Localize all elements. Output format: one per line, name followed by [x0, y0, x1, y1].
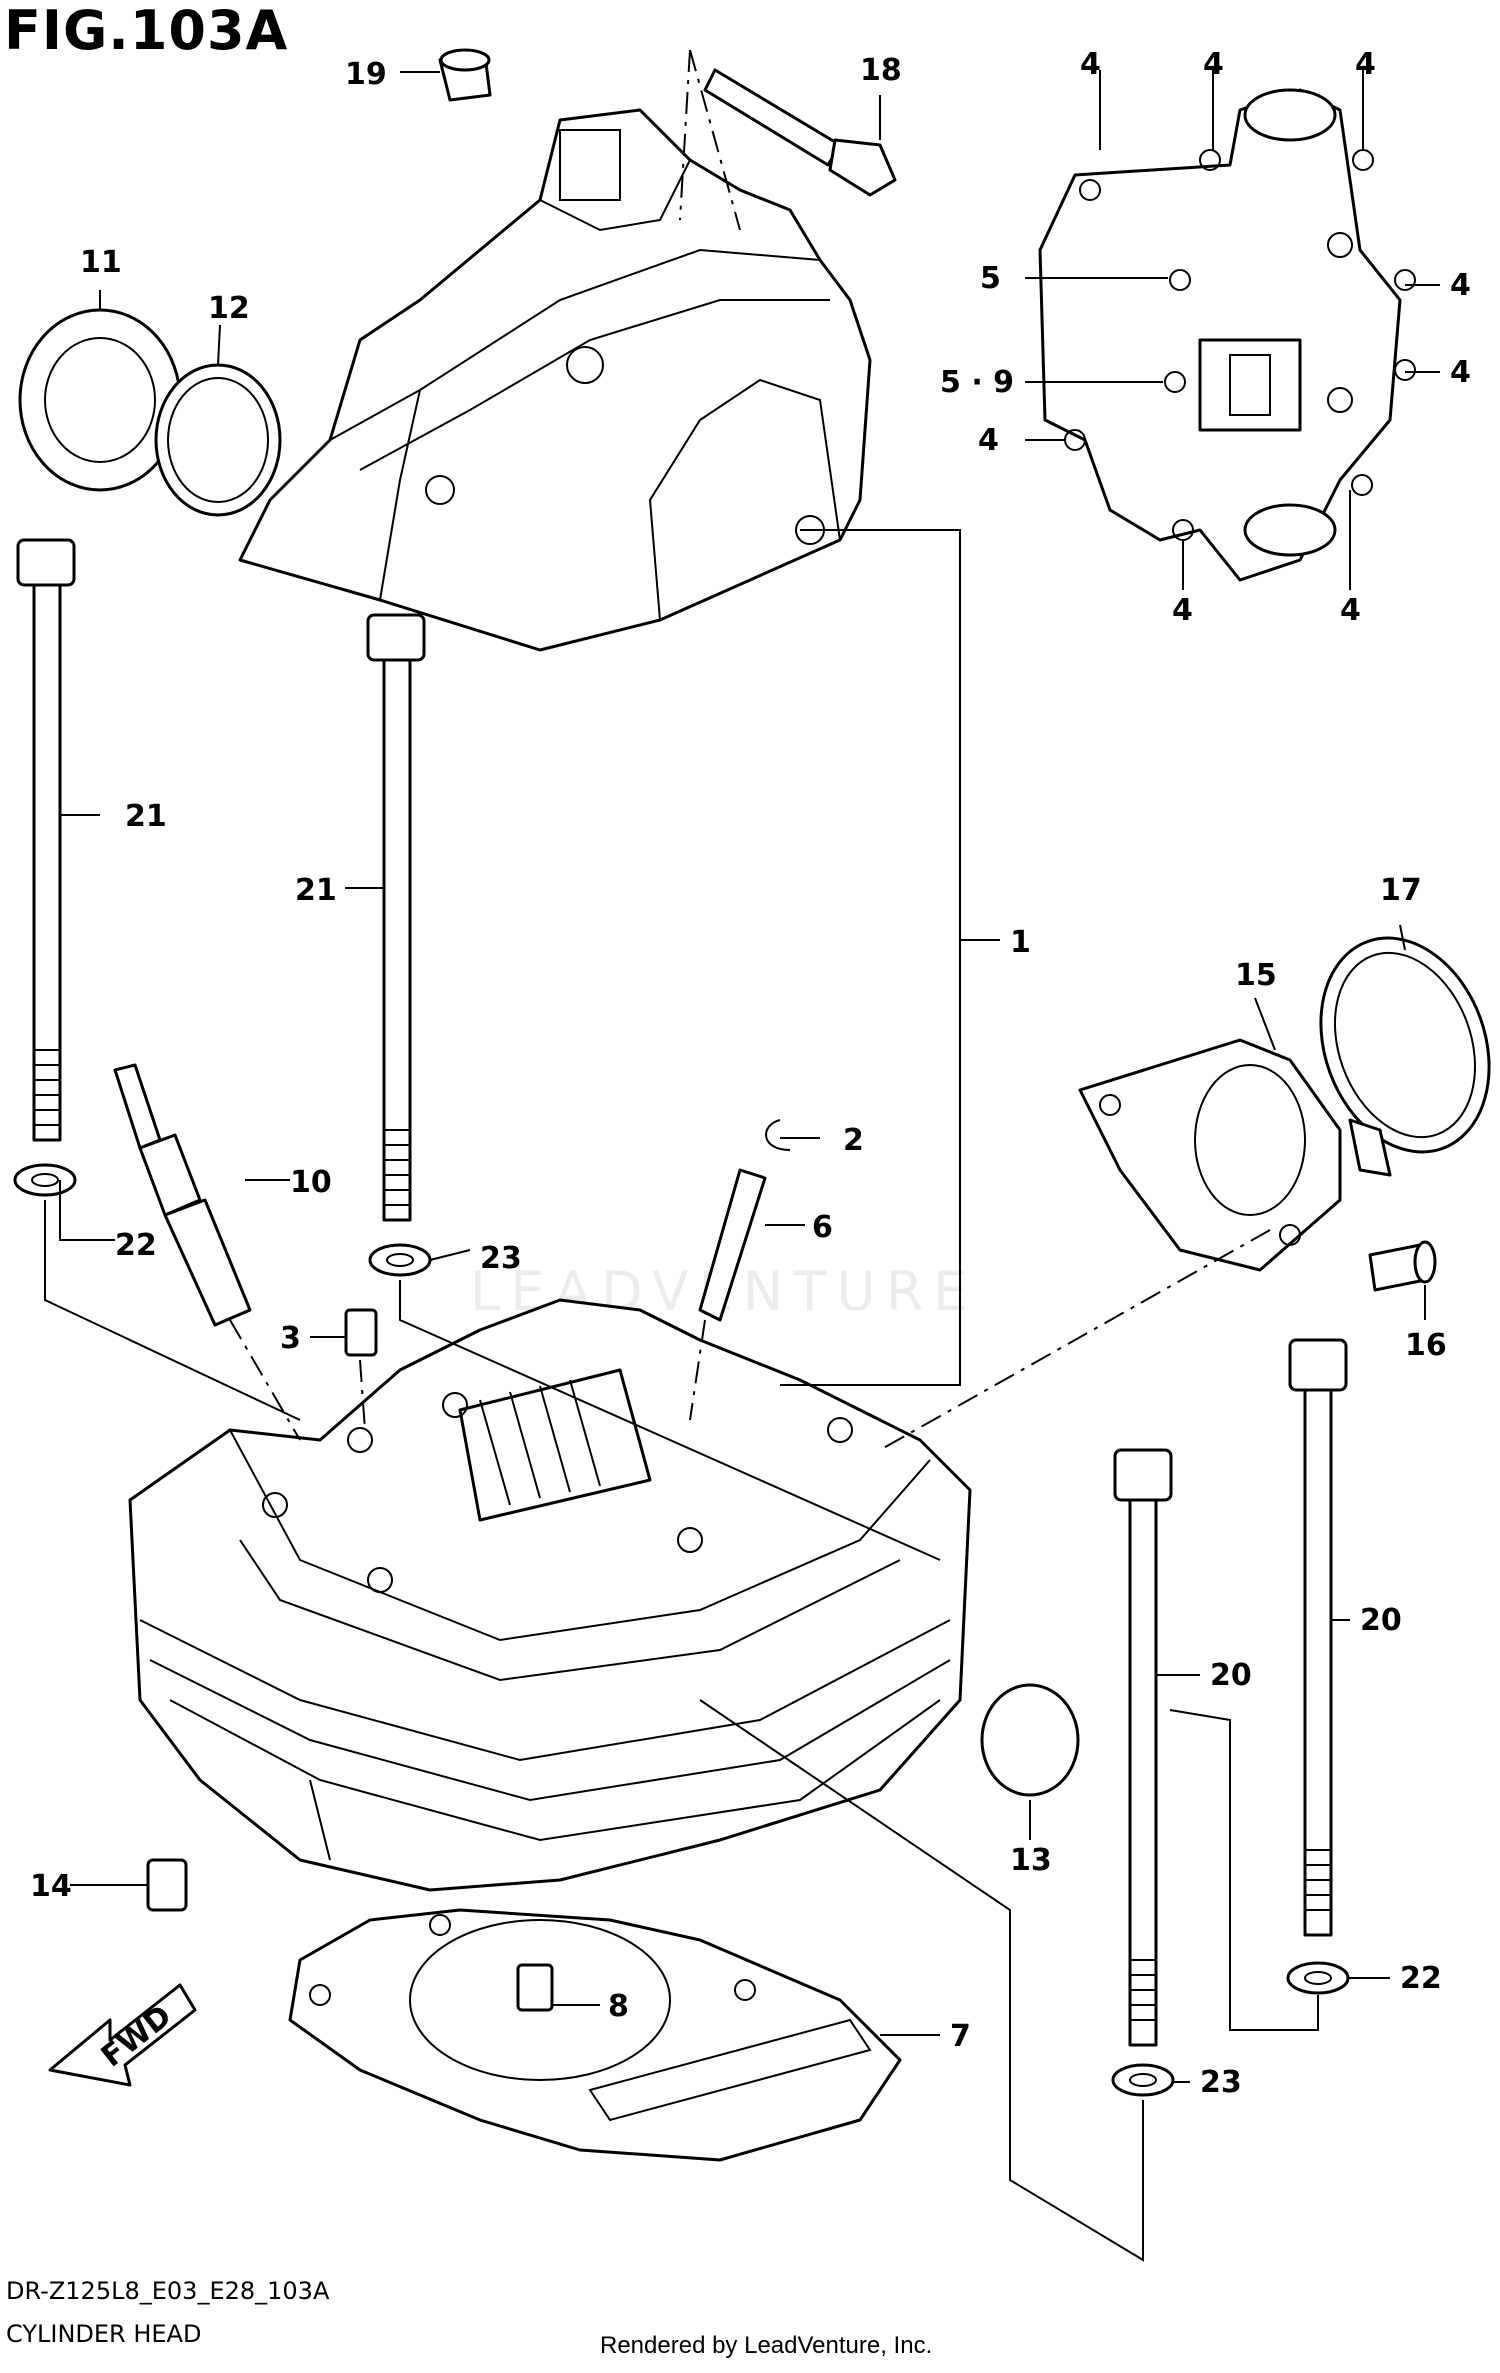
cover-gasket-inset	[1038, 88, 1416, 582]
callout-13: 13	[1010, 1843, 1052, 1878]
callout-23-center: 23	[480, 1241, 522, 1276]
part-22-washer-left	[13, 1163, 77, 1197]
callout-4-c: 4	[1355, 47, 1376, 82]
part-13-plug	[980, 1683, 1080, 1797]
callout-20-right: 20	[1360, 1603, 1402, 1638]
fwd-arrow-icon: FWD	[48, 1983, 197, 2087]
callout-4-a: 4	[1080, 47, 1101, 82]
part-17-clamp	[1319, 936, 1491, 1177]
part-3-dowel	[344, 1308, 378, 1357]
part-23-washer-center	[368, 1243, 432, 1277]
part-2-clip	[765, 1119, 791, 1151]
callout-8: 8	[608, 1989, 629, 2024]
callout-5: 5	[980, 261, 1001, 296]
callout-22-right: 22	[1400, 1961, 1442, 1996]
callout-7: 7	[950, 2019, 971, 2054]
part-11-cap	[18, 308, 182, 492]
part-10-spark-plug	[113, 1063, 252, 1327]
callout-4-b: 4	[1203, 47, 1224, 82]
callout-5-9: 5 · 9	[940, 365, 1014, 400]
callout-4-e: 4	[1450, 355, 1471, 390]
part-15-intake-pipe	[1078, 1038, 1342, 1272]
part-22-washer-right	[1286, 1961, 1350, 1995]
part-21-bolt-center	[366, 613, 426, 1222]
diagram-name: CYLINDER HEAD	[6, 2320, 202, 2348]
callout-6: 6	[812, 1210, 833, 1245]
render-credit: Rendered by LeadVenture, Inc.	[600, 2332, 933, 2359]
part-21-bolt-left	[16, 538, 76, 1142]
callout-11: 11	[80, 245, 122, 280]
callout-4-f: 4	[978, 423, 999, 458]
part-19-plug	[438, 48, 492, 102]
callout-1: 1	[1010, 925, 1031, 960]
callout-21-center: 21	[295, 873, 337, 908]
callout-4-h: 4	[1340, 593, 1361, 628]
callout-14: 14	[30, 1869, 72, 1904]
part-8-dowel	[516, 1963, 554, 2012]
callout-4-g: 4	[1172, 593, 1193, 628]
part-23-washer-right	[1111, 2063, 1175, 2097]
cylinder-head	[128, 1298, 972, 1892]
callout-15: 15	[1235, 958, 1277, 993]
callouts: 19 18 11 12 21 21 1 2 6 10 22 23 3 4 4 4…	[30, 47, 1471, 2100]
part-12-oring	[154, 363, 282, 517]
part-20-bolt-center	[1113, 1448, 1173, 2047]
part-6-valve-guide	[698, 1168, 767, 1322]
part-14-dowel	[146, 1858, 188, 1912]
callout-3: 3	[280, 1321, 301, 1356]
callout-21-left: 21	[125, 799, 167, 834]
leader-lines	[44, 70, 1440, 2262]
head-cover	[238, 108, 872, 652]
callout-2: 2	[843, 1123, 864, 1158]
callout-23-right: 23	[1200, 2065, 1242, 2100]
reference-dashes	[229, 49, 1271, 1451]
callout-16: 16	[1405, 1328, 1447, 1363]
callout-22-left: 22	[115, 1228, 157, 1263]
callout-19: 19	[345, 57, 387, 92]
callout-17: 17	[1380, 873, 1422, 908]
diagram-code: DR-Z125L8_E03_E28_103A	[6, 2277, 330, 2305]
part-20-bolt-right	[1288, 1338, 1348, 1937]
callout-4-d: 4	[1450, 268, 1471, 303]
callout-12: 12	[208, 291, 250, 326]
part-18-bolt	[703, 68, 897, 197]
figure-title: FIG.103A	[4, 0, 289, 62]
callout-10: 10	[290, 1165, 332, 1200]
part-7-head-gasket	[288, 1908, 902, 2162]
callout-18: 18	[860, 53, 902, 88]
callout-20-center: 20	[1210, 1658, 1252, 1693]
part-16-screw	[1368, 1240, 1437, 1292]
